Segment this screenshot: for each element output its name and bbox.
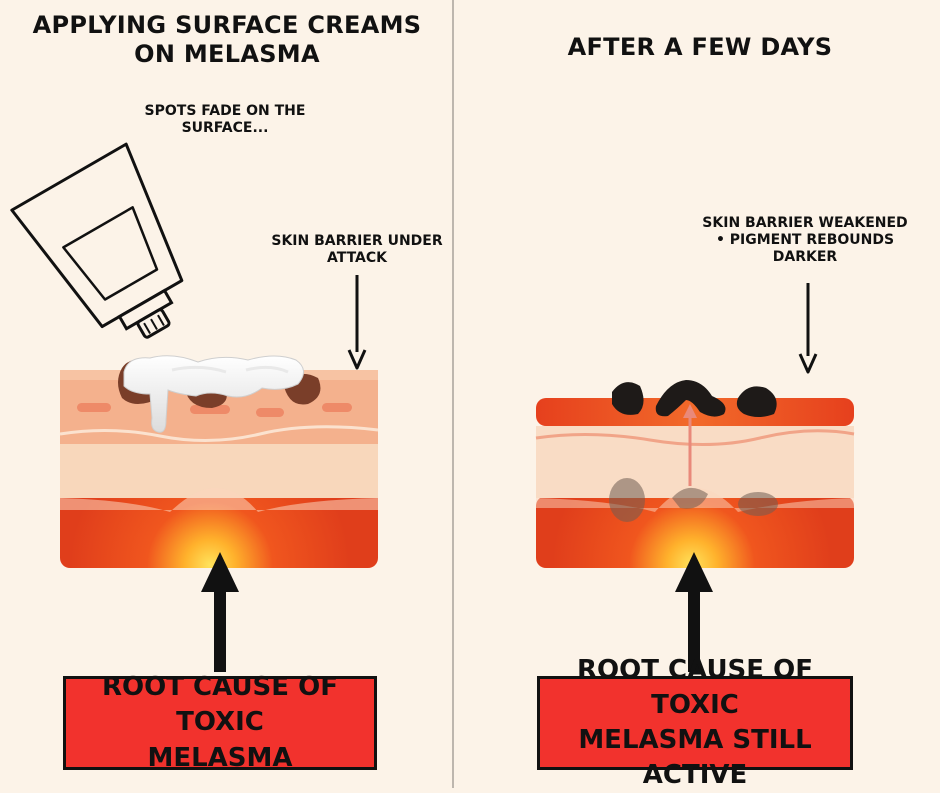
right-root-line1: ROOT CAUSE OF TOXIC xyxy=(577,654,813,720)
right-title: AFTER A FEW DAYS xyxy=(567,33,833,61)
right-deep-pigment xyxy=(738,492,778,516)
left-title-line2: ON MELASMA xyxy=(134,39,320,68)
right-root-cause-box: ROOT CAUSE OF TOXIC MELASMA STILL ACTIVE xyxy=(537,655,853,790)
left-root-cause-text: ROOT CAUSE OF TOXIC MELASMA xyxy=(66,670,374,775)
cream-tube-icon xyxy=(10,142,184,339)
right-barrier-line3: DARKER xyxy=(772,248,838,265)
right-wave-line xyxy=(535,429,855,447)
left-cream-highlight xyxy=(171,365,289,374)
left-note-line2: SURFACE... xyxy=(181,119,269,136)
right-barrier-line2: • PIGMENT REBOUNDS xyxy=(715,231,895,248)
right-barrier-arrow xyxy=(798,283,818,374)
left-dermis-bulge xyxy=(60,488,378,512)
left-barrier-arrow xyxy=(347,275,367,370)
left-root-arrow xyxy=(201,552,239,672)
left-cell xyxy=(322,403,352,412)
right-dark-pigment xyxy=(655,380,726,417)
left-barrier-line1: SKIN BARRIER UNDER xyxy=(271,233,443,249)
left-root-line2: MELASMA xyxy=(147,742,293,773)
left-title-line1: APPLYING SURFACE CREAMS xyxy=(32,11,422,39)
left-cell xyxy=(77,403,111,412)
left-barrier-line2: ATTACK xyxy=(326,249,388,266)
right-deep-pigment xyxy=(609,478,645,522)
right-root-line2: MELASMA STILL ACTIVE xyxy=(578,725,812,791)
right-skin-diagram xyxy=(535,380,855,568)
right-middle-layer xyxy=(536,426,854,498)
right-barrier-line1: SKIN BARRIER WEAKENED xyxy=(702,215,908,231)
left-title: APPLYING SURFACE CREAMS ON MELASMA xyxy=(20,11,434,69)
left-surface-note: SPOTS FADE ON THE SURFACE... xyxy=(110,103,340,137)
left-root-cause-box: ROOT CAUSE OF TOXIC MELASMA xyxy=(63,672,377,773)
right-barrier-label: SKIN BARRIER WEAKENED • PIGMENT REBOUNDS… xyxy=(685,215,925,265)
right-rebound-arrowhead xyxy=(683,404,697,418)
left-wave-line xyxy=(59,425,379,443)
left-cell xyxy=(256,408,284,417)
left-barrier-label: SKIN BARRIER UNDER ATTACK xyxy=(262,233,452,267)
left-root-line1: ROOT CAUSE OF TOXIC xyxy=(102,672,338,738)
right-root-cause-text: ROOT CAUSE OF TOXIC MELASMA STILL ACTIVE xyxy=(540,653,850,793)
right-dark-pigment xyxy=(736,386,777,417)
left-note-line1: SPOTS FADE ON THE xyxy=(144,103,306,119)
right-dark-pigment xyxy=(612,382,644,415)
left-cream-blob xyxy=(123,355,304,433)
left-skin-diagram xyxy=(59,355,379,568)
left-cell xyxy=(190,405,230,414)
right-root-arrow xyxy=(675,552,713,672)
right-deep-pigment xyxy=(672,487,708,509)
